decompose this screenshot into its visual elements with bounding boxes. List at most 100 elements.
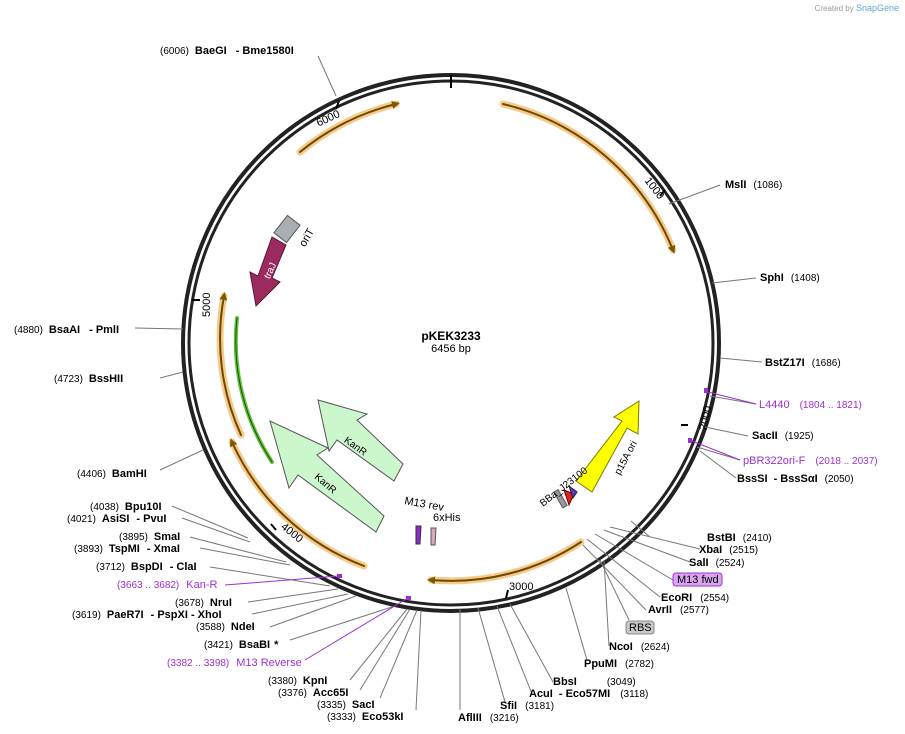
primer-range: (1804 .. 1821) (800, 400, 862, 411)
site-extra: - BssSαI (774, 473, 818, 485)
left-site-labels: (6006)BaeGI- Bme1580I (4880)BsaAI- PmlI … (14, 45, 404, 723)
primer-range: (3663 .. 3682) (117, 580, 179, 591)
site-name: BaeGI (195, 45, 227, 57)
tick-mark-1000 (659, 189, 666, 197)
svg-text:(3335)SacI: (3335)SacI (317, 699, 375, 711)
right-site-labels: MslI(1086) SphI(1408) BstZ17I(1686) SacI… (458, 179, 854, 724)
snapgene-credit: Created by SnapGene (815, 3, 899, 13)
site-name: SmaI (154, 531, 180, 543)
site-name: AcuI (529, 688, 553, 700)
primer-name: pBR322ori-F (743, 455, 806, 467)
promoter-feature (553, 489, 568, 509)
rbs-badge-label: RBS (629, 622, 652, 634)
credit-prefix: Created by (814, 4, 854, 13)
site-pos: (3678) (175, 598, 204, 609)
site-pos: (3588) (196, 622, 225, 633)
primer-range: (2018 .. 2037) (815, 456, 877, 467)
kanr-feature-1 (317, 399, 404, 482)
rbs-badge (625, 620, 655, 635)
m13-rev-feature (415, 525, 422, 545)
site-name: XbaI (699, 544, 722, 556)
svg-text:(3333)Eco53kI: (3333)Eco53kI (327, 711, 404, 723)
m13-fwd-badge-label: M13 fwd (677, 574, 719, 586)
site-name: BbsI (553, 676, 577, 688)
svg-text:XbaI(2515): XbaI (2515) (699, 544, 758, 556)
site-name: AvrII (648, 604, 672, 616)
m13-fwd-badge (672, 572, 723, 587)
site-extra: - Bme1580I (236, 45, 294, 57)
svg-text:(3619)PaeR7I- PspXI - XhoI: (3619)PaeR7I- PspXI - XhoI (72, 609, 222, 621)
site-name: MslI (725, 179, 746, 191)
site-name: KpnI (303, 675, 327, 687)
site-pos: (3619) (72, 610, 101, 621)
site-name: NcoI (609, 641, 633, 653)
site-pos: (3421) (204, 640, 233, 651)
orit-feature (273, 214, 301, 244)
svg-text:AcuI- Eco57MI(3118): AcuI- Eco57MI(3118) (529, 688, 648, 700)
svg-text:BstBI(2410): BstBI (2410) (707, 532, 772, 544)
site-name: SacII (752, 430, 778, 442)
snapgene-logo: SnapGene (855, 3, 899, 13)
green-arc-core (235, 317, 273, 463)
site-name: SalI (689, 557, 709, 569)
svg-text:SfiI(3181): SfiI (3181) (500, 700, 554, 712)
site-pos: (2524) (716, 558, 745, 569)
site-pos: (2577) (680, 605, 709, 616)
primer-name: Kan-R (186, 579, 217, 591)
site-extra: - ClaI (170, 561, 197, 573)
primer-name: M13 Reverse (236, 657, 301, 669)
site-name: Bpu10I (125, 501, 162, 513)
site-name: BssHII (89, 373, 123, 385)
site-pos: (2624) (641, 642, 670, 653)
site-pos: (3118) (620, 689, 648, 700)
svg-text:pBR322ori-F(2018 .. 2037): pBR322ori-F (2018 .. 2037) (743, 455, 878, 467)
site-name: AsiSI (102, 513, 130, 525)
tick-mark-4000 (270, 523, 277, 531)
primer-leader-lines (224, 391, 757, 661)
traj-feature (249, 236, 287, 308)
site-name: BsaAI (49, 324, 80, 336)
svg-text:AvrII(2577): AvrII (2577) (648, 604, 709, 616)
site-pos: (4038) (90, 502, 119, 513)
primer-name: L4440 (759, 399, 790, 411)
his-tag-feature (568, 484, 578, 500)
svg-text:(4723)BssHII: (4723) BssHII (54, 373, 123, 385)
site-name: BspDI (131, 561, 163, 573)
svg-text:(3421)BsaBI*: (3421)BsaBI* (204, 639, 279, 651)
svg-text:NcoI(2624): NcoI (2624) (609, 641, 670, 653)
svg-text:(3382 .. 3398)M13 Reverse: (3382 .. 3398)M13 Reverse (167, 657, 302, 669)
primer-mark-kanr (337, 574, 342, 578)
svg-text:(4880)BsaAI- PmlI: (4880)BsaAI- PmlI (14, 324, 119, 336)
site-pos: (6006) (160, 46, 189, 57)
site-pos: (3181) (525, 701, 554, 712)
site-pos: (3895) (119, 532, 148, 543)
svg-text:SphI(1408): SphI(1408) (760, 272, 820, 284)
kanr-feature-2 (269, 420, 385, 533)
site-pos: (3893) (74, 544, 103, 555)
site-name: TspMI (109, 543, 140, 555)
svg-text:(3895)SmaI: (3895) SmaI (119, 531, 180, 543)
site-pos: (2410) (743, 533, 772, 544)
site-pos: (3380) (268, 676, 297, 687)
site-pos: (4723) (54, 374, 83, 385)
site-name: Acc65I (313, 687, 348, 699)
orf-arc-1 (502, 103, 676, 254)
primer-mark-l4440 (704, 388, 708, 393)
site-name: BssSI (737, 473, 768, 485)
site-name: Eco53kI (362, 711, 404, 723)
tick-2000: 2000 (697, 405, 714, 431)
svg-text:(3376)Acc65I: (3376) Acc65I (278, 687, 348, 699)
site-name: BstBI (707, 532, 736, 544)
site-name: SphI (760, 272, 784, 284)
p15a-ori-feature (575, 400, 640, 493)
primer-mark-pbr322 (688, 438, 692, 443)
site-pos: (2515) (729, 545, 758, 556)
orf-arc-3 (219, 292, 242, 436)
site-pos: (3376) (278, 688, 307, 699)
site-pos: (2782) (625, 659, 654, 670)
svg-text:(3663 .. 3682)Kan-R: (3663 .. 3682) Kan-R (117, 579, 218, 591)
orf-arc-2 (299, 101, 400, 153)
site-name: SfiI (500, 700, 517, 712)
site-pos: (2554) (700, 593, 729, 604)
